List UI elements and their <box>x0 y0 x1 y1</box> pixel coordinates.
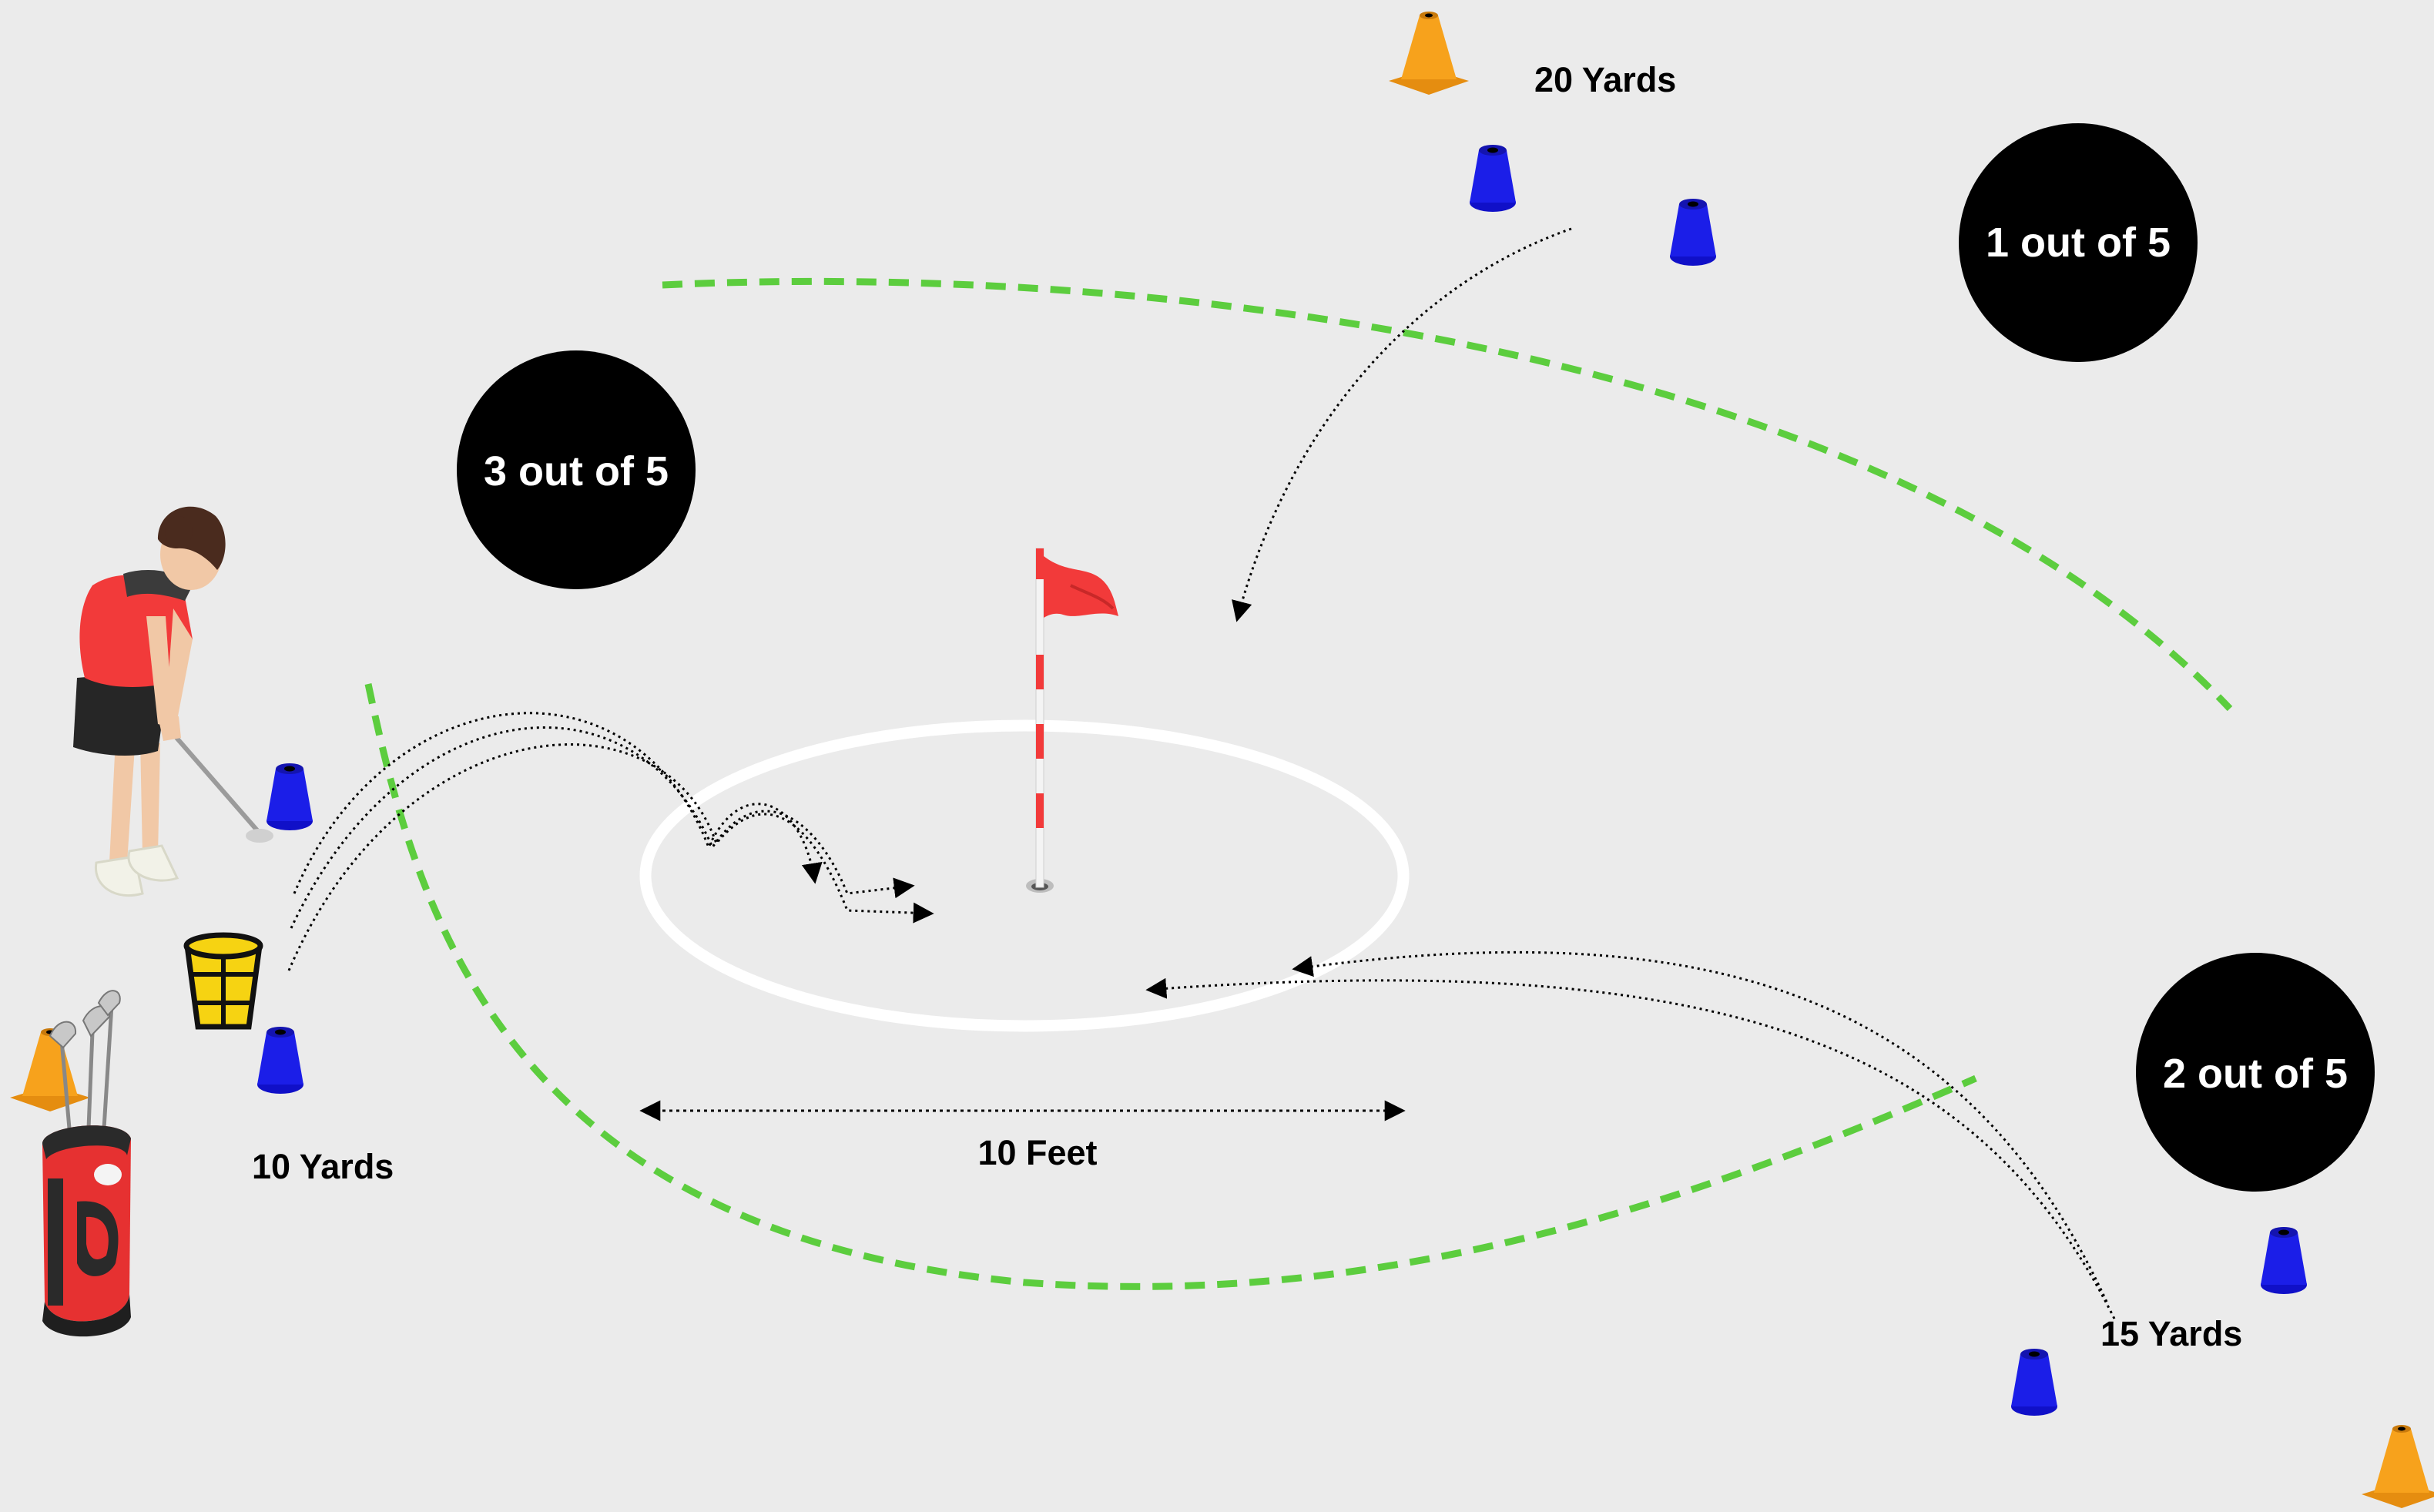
cone-icon-blue-10-lower <box>257 1027 303 1094</box>
cone-icon-blue-20-right <box>1670 199 1716 266</box>
label-10-yards: 10 Yards <box>252 1147 394 1186</box>
cone-icon-blue-15-left <box>2011 1349 2057 1416</box>
zone-line-10-yards <box>368 684 1976 1286</box>
cone-icon-blue-15-right <box>2261 1227 2307 1294</box>
label-10-feet: 10 Feet <box>977 1133 1097 1172</box>
badge-text-2-out-of-5: 2 out of 5 <box>2163 1051 2348 1097</box>
badge-2-out-of-5: 2 out of 5 <box>2136 953 2375 1192</box>
flag-icon <box>1026 548 1118 893</box>
label-15-yards: 15 Yards <box>2100 1314 2242 1353</box>
cone-icon-blue-20-left <box>1470 145 1516 212</box>
badge-text-1-out-of-5: 1 out of 5 <box>1986 220 2171 266</box>
target-ring <box>645 726 1403 1026</box>
shot-trajectory-20-yards <box>1237 229 1571 620</box>
cone-icon-orange-20-yards <box>1389 12 1469 95</box>
badge-1-out-of-5: 1 out of 5 <box>1959 123 2198 362</box>
cone-icon-blue-10-upper <box>267 763 313 830</box>
shot-trajectories-15-yards <box>1148 952 2114 1319</box>
cone-icon-orange-10-yards <box>10 1028 90 1111</box>
badge-text-3-out-of-5: 3 out of 5 <box>484 448 669 495</box>
ball-basket-icon <box>186 935 260 1027</box>
badge-3-out-of-5: 3 out of 5 <box>457 350 696 589</box>
cone-icon-orange-15-yards <box>2362 1425 2434 1508</box>
label-20-yards: 20 Yards <box>1534 60 1676 99</box>
golfer-icon <box>73 507 273 896</box>
zone-line-20-yards <box>662 281 2230 709</box>
